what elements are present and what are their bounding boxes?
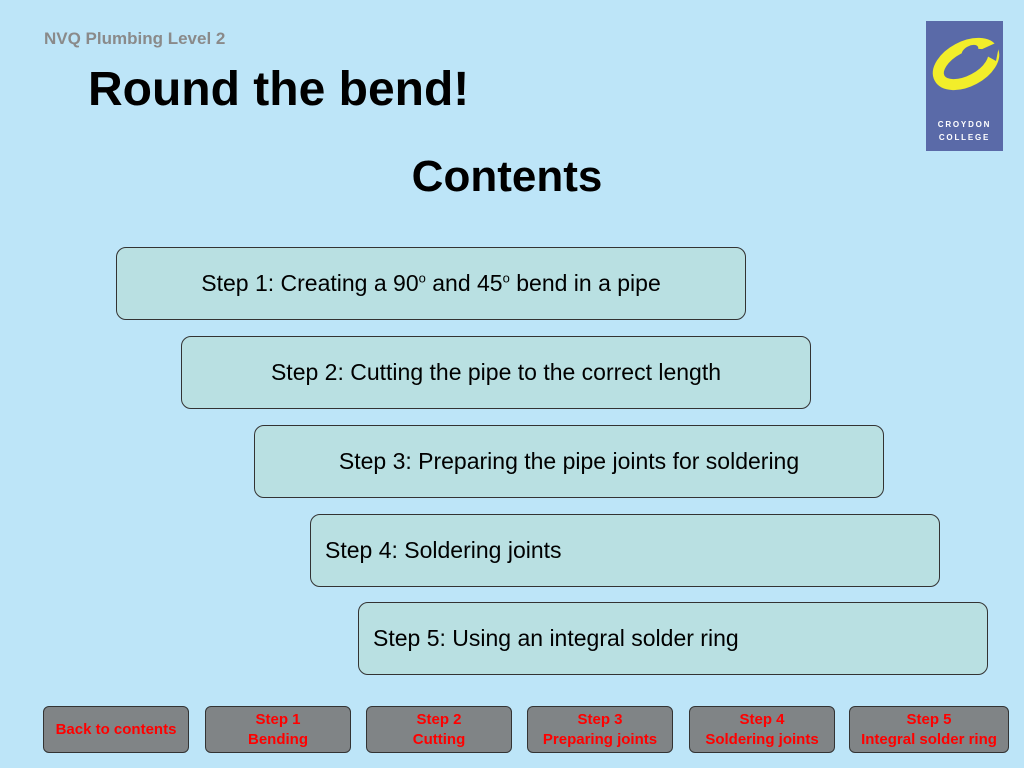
nav-button-line1: Step 2 (416, 710, 462, 728)
contents-step-4-link[interactable]: Step 4: Soldering joints (310, 514, 940, 587)
nav-button-line2: Cutting (412, 730, 466, 748)
nav-button-line2: Bending (248, 730, 308, 748)
contents-heading: Contents (411, 152, 603, 201)
nav-step-5-integral-solder-ring-button[interactable]: Step 5 Integral solder ring (849, 706, 1009, 753)
nav-step-2-cutting-button[interactable]: Step 2 Cutting (366, 706, 512, 753)
logo-text-line1: CROYDON (937, 120, 992, 129)
step-3-label: Step 3: Preparing the pipe joints for so… (338, 448, 800, 474)
logo-text-line2: COLLEGE (938, 133, 991, 142)
nav-button-line1: Step 5 (906, 710, 952, 728)
contents-step-2-link[interactable]: Step 2: Cutting the pipe to the correct … (181, 336, 811, 409)
nav-button-line2: Integral solder ring (861, 730, 997, 748)
nav-step-4-soldering-joints-button[interactable]: Step 4 Soldering joints (689, 706, 835, 753)
step-1-label: Step 1: Creating a 90o and 45o bend in a… (201, 270, 661, 296)
course-subtitle: NVQ Plumbing Level 2 (44, 29, 226, 48)
nav-button-line1: Step 4 (739, 710, 785, 728)
nav-button-line2: Soldering joints (705, 730, 819, 748)
step-2-label: Step 2: Cutting the pipe to the correct … (270, 359, 722, 385)
back-to-contents-button[interactable]: Back to contents (43, 706, 189, 753)
nav-button-line2: Preparing joints (542, 730, 658, 748)
nav-button-line1: Step 3 (577, 710, 623, 728)
croydon-college-logo: CROYDON COLLEGE (926, 21, 1003, 151)
step-4-label: Step 4: Soldering joints (325, 537, 562, 563)
nav-button-line1: Step 1 (255, 710, 301, 728)
nav-step-3-preparing-joints-button[interactable]: Step 3 Preparing joints (527, 706, 673, 753)
nav-step-1-bending-button[interactable]: Step 1 Bending (205, 706, 351, 753)
contents-step-5-link[interactable]: Step 5: Using an integral solder ring (358, 602, 988, 675)
nav-button-label: Back to contents (55, 720, 177, 738)
college-logo-mark-icon (932, 37, 1000, 91)
page-title: Round the bend! (88, 63, 470, 116)
contents-step-3-link[interactable]: Step 3: Preparing the pipe joints for so… (254, 425, 884, 498)
step-5-label: Step 5: Using an integral solder ring (373, 625, 739, 651)
contents-step-1-link[interactable]: Step 1: Creating a 90o and 45o bend in a… (116, 247, 746, 320)
